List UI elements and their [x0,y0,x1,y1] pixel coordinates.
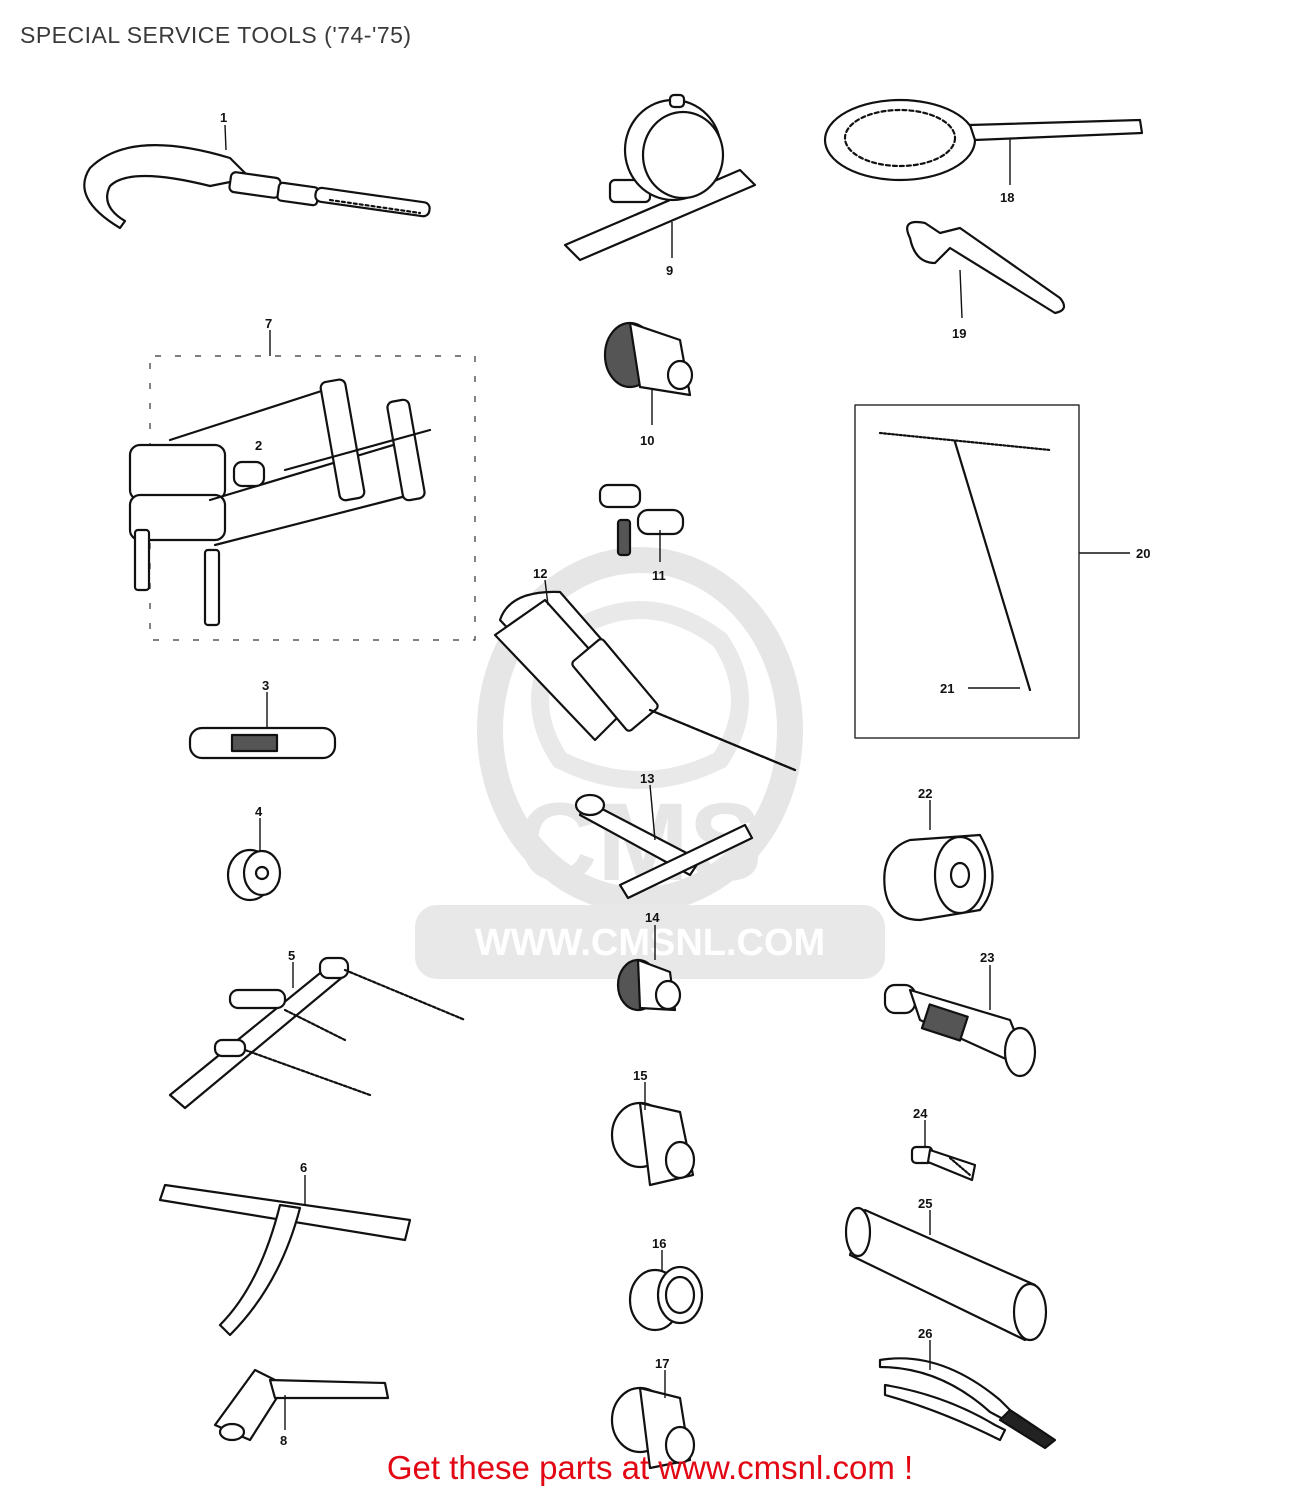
part-label-9: 9 [666,263,673,278]
part-label-24: 24 [913,1106,928,1121]
part-11-valve-tool [598,483,685,557]
part-9-dial-gauge [563,93,757,262]
part-7-puller [128,378,432,627]
part-label-14: 14 [645,910,660,925]
part-label-20: 20 [1136,546,1150,561]
part-label-21: 21 [940,681,954,696]
part-label-3: 3 [262,678,269,693]
part-label-6: 6 [300,1160,307,1175]
part-17-bushing-driver [610,1386,696,1470]
part-label-1: 1 [220,110,227,125]
part-10-knurled-nut [603,321,694,397]
part-4-bushing [226,848,282,902]
part-label-22: 22 [918,786,932,801]
part-12-strap-press [493,590,797,772]
part-label-13: 13 [640,771,654,786]
part-label-11: 11 [652,568,666,583]
page-title: SPECIAL SERVICE TOOLS ('74-'75) [20,22,412,48]
part-label-17: 17 [655,1356,669,1371]
part-26-pliers [878,1357,1057,1450]
part-25-tube [844,1206,1048,1342]
part-label-26: 26 [918,1326,932,1341]
part-label-12: 12 [533,566,547,581]
part-22-large-bushing [883,833,994,922]
footer-link[interactable]: Get these parts at www.cmsnl.com ! [386,1449,914,1486]
part-label-2: 2 [255,438,262,453]
part-label-16: 16 [652,1236,666,1251]
part-label-25: 25 [918,1196,932,1211]
part-13-t-wrench [574,793,754,900]
part-label-8: 8 [280,1433,287,1448]
part-8-socket-wrench [213,1368,390,1442]
part-label-15: 15 [633,1068,647,1083]
part-23-driver [883,983,1037,1078]
part-label-7: 7 [265,316,272,331]
part-1-hook-wrench [83,144,431,230]
part-label-19: 19 [952,326,966,341]
part-20-gauge-frame [854,404,1080,739]
part-15-adapter [610,1101,696,1187]
part-3-pin [188,726,337,760]
part-14-knurled-cap [616,958,682,1012]
part-label-23: 23 [980,950,994,965]
part-label-5: 5 [288,948,295,963]
part-16-sleeve [628,1265,704,1332]
part-label-4: 4 [255,804,263,819]
part-label-10: 10 [640,433,654,448]
part-24-bolt [910,1145,977,1182]
part-6-t-handle [158,1183,412,1337]
part-5-rod-set [168,956,467,1110]
watermark-logo: CMS WWW.CMSNL.COM [415,547,885,979]
part-2-adapter [232,460,266,488]
part-label-18: 18 [1000,190,1014,205]
part-18-clutch-holder [823,98,1144,182]
part-19-c-spanner [906,220,1066,315]
watermark-url: WWW.CMSNL.COM [475,922,825,964]
